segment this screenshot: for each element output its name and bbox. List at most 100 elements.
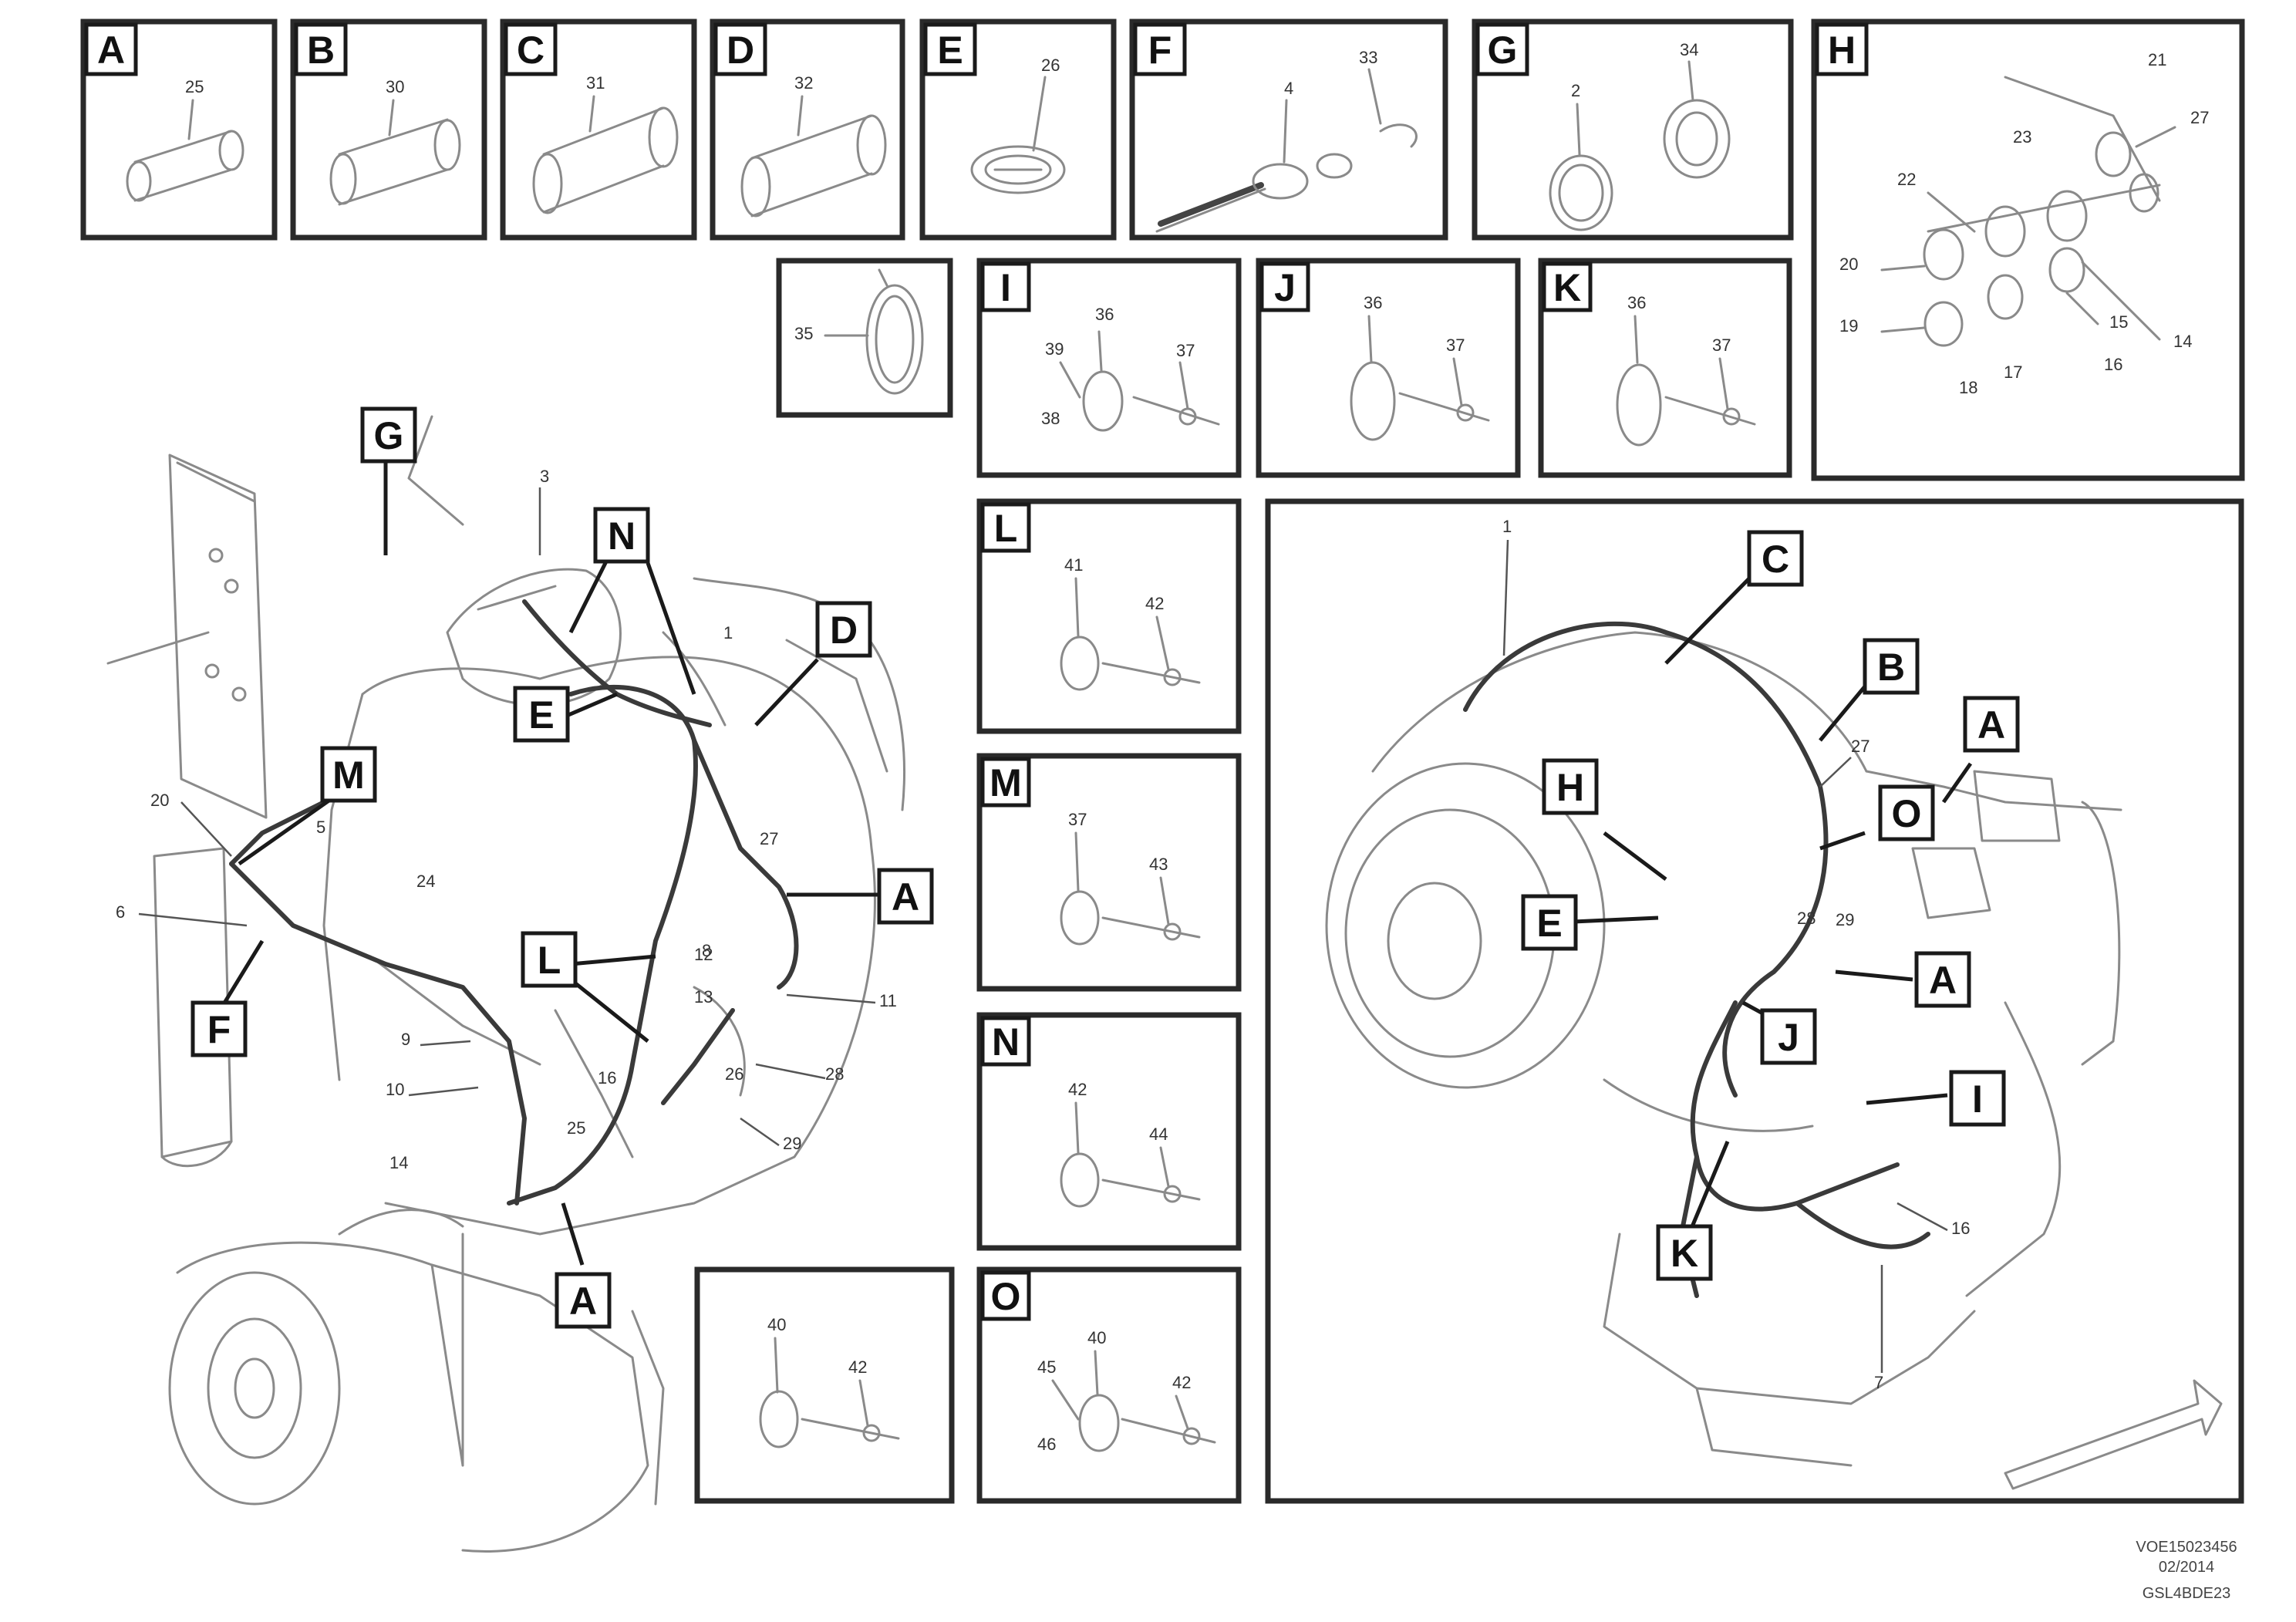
right-engine-view: 1 27 28 29 16 7 C B A H O E A: [1265, 498, 2244, 1504]
svg-text:7: 7: [1874, 1373, 1883, 1392]
svg-text:G: G: [374, 414, 404, 457]
callout-a-right-upper: A: [1963, 696, 2020, 753]
detail-panel-clamp-40: 40 42: [694, 1266, 955, 1504]
panel-b-label: B: [307, 29, 335, 72]
panel-n-label: N: [992, 1020, 1020, 1064]
callout-e-right: E: [1521, 894, 1578, 951]
detail-panel-b: B 30: [290, 19, 487, 241]
svg-text:41: 41: [1064, 555, 1083, 575]
svg-text:42: 42: [848, 1357, 867, 1377]
svg-text:A: A: [569, 1280, 597, 1323]
callout-g-left: G: [360, 406, 417, 464]
drawing-reference: VOE15023456 02/2014 GSL4BDE23: [2136, 1539, 2237, 1602]
callout-h-right: H: [1542, 758, 1599, 815]
svg-text:16: 16: [598, 1068, 616, 1088]
left-engine-view: 3 1 20 6 5 24 27 8 12 13 11 9 10 28 29 2…: [106, 406, 934, 1553]
svg-text:L: L: [538, 939, 561, 982]
svg-text:25: 25: [567, 1118, 585, 1138]
callout-a-left-lower: A: [555, 1272, 612, 1329]
svg-text:27: 27: [2190, 108, 2209, 127]
svg-text:32: 32: [794, 73, 813, 93]
svg-text:26: 26: [725, 1064, 743, 1084]
callout-a-right-lower: A: [1914, 951, 1971, 1008]
callout-o-right: O: [1878, 784, 1935, 841]
svg-text:29: 29: [1836, 910, 1854, 929]
svg-text:24: 24: [416, 872, 435, 891]
svg-text:02/2014: 02/2014: [2159, 1559, 2214, 1576]
svg-text:25: 25: [185, 77, 204, 96]
svg-text:1: 1: [723, 623, 733, 642]
svg-text:46: 46: [1037, 1435, 1056, 1454]
detail-panel-f: F 4 33: [1129, 19, 1448, 241]
detail-panel-l: L 41 42: [976, 498, 1242, 734]
svg-text:20: 20: [1839, 255, 1858, 274]
panel-l-label: L: [994, 507, 1018, 550]
detail-panel-k: K 36 37: [1538, 258, 1792, 478]
svg-text:I: I: [1972, 1077, 1983, 1121]
panel-a-label: A: [97, 29, 125, 72]
svg-text:39: 39: [1045, 339, 1064, 359]
callout-d-left: D: [815, 601, 872, 658]
detail-panel-m: M 37 43: [976, 753, 1242, 992]
svg-text:40: 40: [767, 1315, 786, 1334]
detail-panel-i: I 39 36 38 37: [976, 258, 1242, 478]
detail-panel-h: H 21 27 23 22 20 19 18 17 16 15 14: [1811, 19, 2245, 481]
svg-text:N: N: [608, 514, 636, 558]
detail-panel-d: D 32: [710, 19, 905, 241]
svg-text:43: 43: [1149, 855, 1168, 874]
svg-text:22: 22: [1897, 170, 1916, 189]
svg-text:45: 45: [1037, 1357, 1056, 1377]
svg-text:35: 35: [794, 324, 813, 343]
svg-text:5: 5: [316, 818, 325, 837]
svg-text:11: 11: [879, 991, 897, 1010]
svg-text:23: 23: [2013, 127, 2031, 147]
svg-text:13: 13: [694, 987, 713, 1007]
svg-text:36: 36: [1095, 305, 1114, 324]
svg-text:44: 44: [1149, 1125, 1168, 1144]
callout-k-right: K: [1656, 1224, 1713, 1281]
svg-text:F: F: [207, 1008, 231, 1051]
svg-text:18: 18: [1959, 378, 1977, 397]
detail-panel-g: G 2 34: [1472, 19, 1794, 241]
svg-text:27: 27: [1851, 737, 1870, 756]
svg-text:42: 42: [1068, 1080, 1087, 1099]
svg-text:27: 27: [760, 829, 778, 848]
detail-panel-e: E 26: [919, 19, 1117, 241]
svg-text:42: 42: [1145, 594, 1164, 613]
panel-c-label: C: [517, 29, 544, 72]
svg-text:A: A: [1977, 703, 2005, 747]
panel-m-label: M: [990, 761, 1022, 804]
svg-text:3: 3: [540, 467, 549, 486]
svg-text:21: 21: [2148, 50, 2166, 69]
svg-text:10: 10: [386, 1080, 404, 1099]
svg-text:42: 42: [1172, 1373, 1191, 1392]
detail-panel-a: A 25: [80, 19, 278, 241]
callout-j-right: J: [1760, 1008, 1817, 1065]
svg-text:9: 9: [401, 1030, 410, 1049]
svg-text:E: E: [528, 693, 554, 737]
svg-text:20: 20: [150, 791, 169, 810]
svg-text:17: 17: [2004, 363, 2022, 382]
svg-text:37: 37: [1068, 810, 1087, 829]
svg-text:16: 16: [2104, 355, 2122, 374]
svg-text:19: 19: [1839, 316, 1858, 336]
callout-a-left-upper: A: [877, 868, 934, 925]
svg-text:O: O: [1892, 792, 1922, 835]
callout-e-left: E: [513, 686, 570, 743]
panel-d-label: D: [727, 29, 754, 72]
callout-n-left: N: [593, 507, 650, 564]
detail-panel-o: O 40 45 46 42: [976, 1266, 1242, 1504]
panel-f-label: F: [1148, 29, 1172, 72]
detail-panel-j: J 36 37: [1256, 258, 1521, 478]
svg-text:14: 14: [389, 1153, 408, 1172]
callout-l-left: L: [521, 931, 578, 988]
callout-c-right: C: [1747, 530, 1804, 587]
svg-text:B: B: [1877, 646, 1905, 689]
svg-text:6: 6: [116, 902, 125, 922]
svg-text:14: 14: [2173, 332, 2192, 351]
svg-text:36: 36: [1627, 293, 1646, 312]
svg-text:M: M: [332, 754, 365, 797]
panel-o-label: O: [991, 1275, 1021, 1318]
svg-text:36: 36: [1364, 293, 1382, 312]
